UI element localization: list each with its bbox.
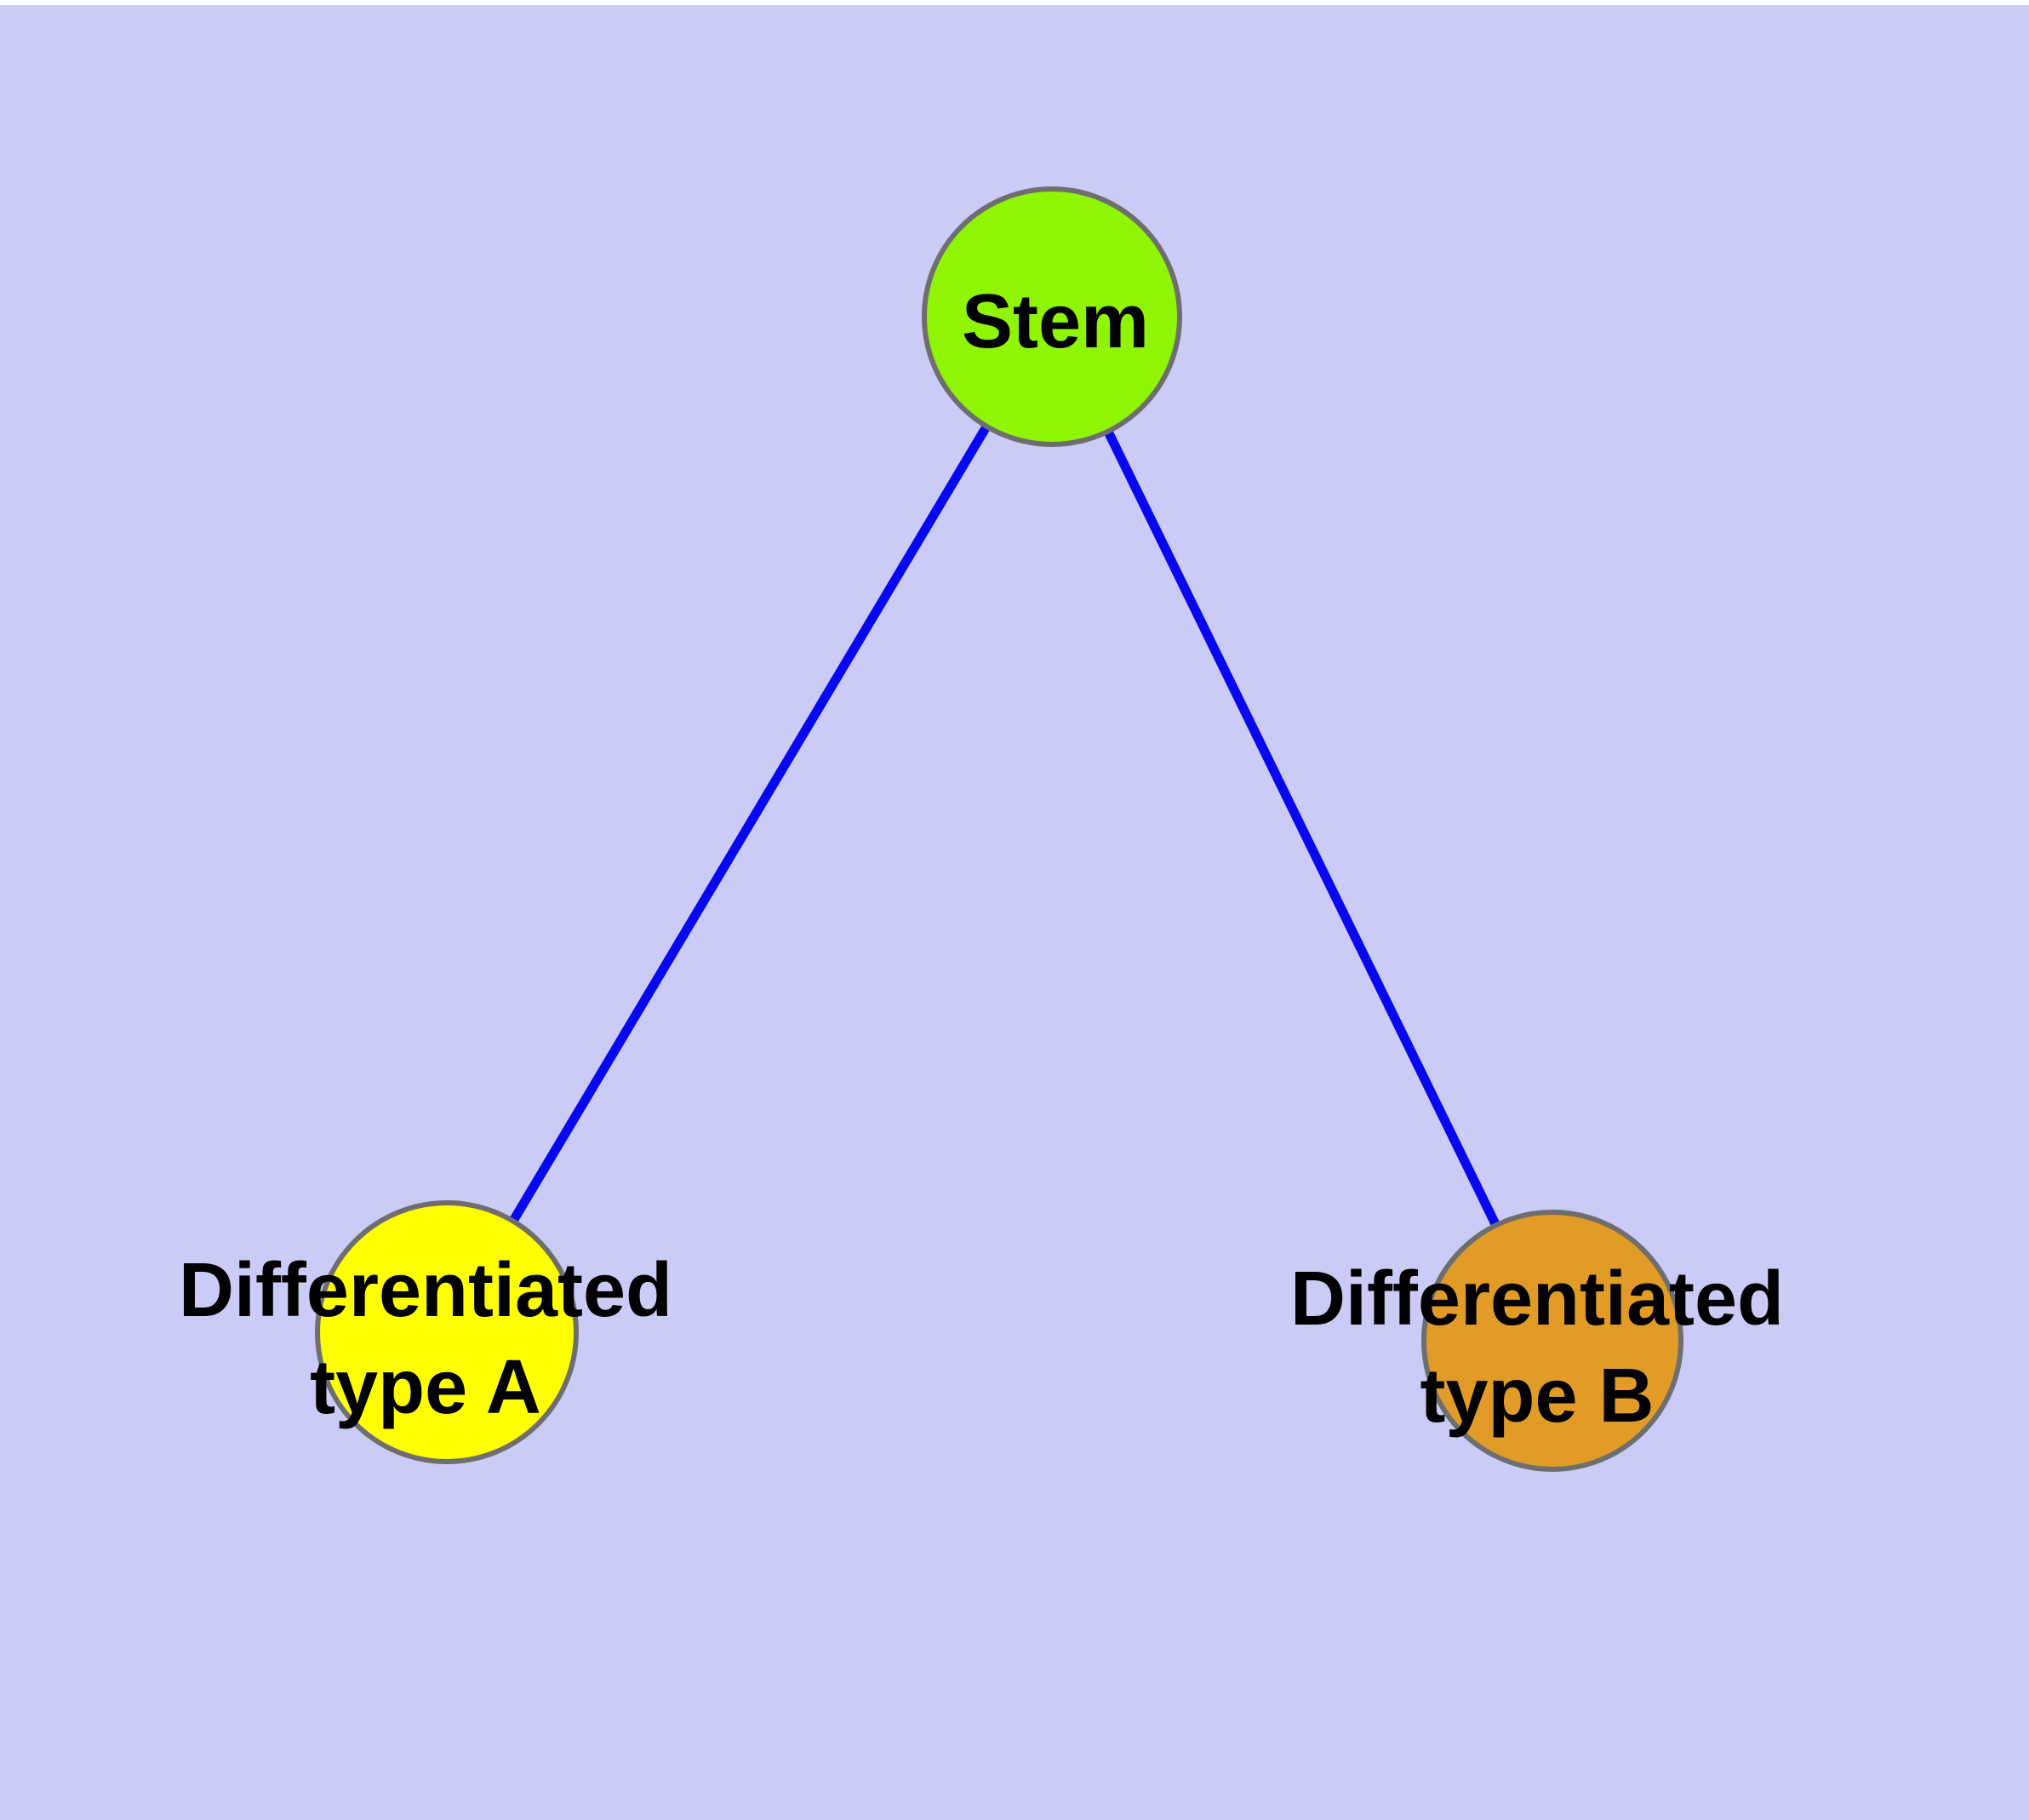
edge-stem-to-type-a (443, 314, 1056, 1335)
node-stem-label: Stem (962, 279, 1149, 364)
node-stem-label-text: Stem (962, 279, 1149, 364)
node-type-b-label: Differentiated type B (1290, 1256, 1784, 1439)
edge-stem-to-type-b (1048, 314, 1557, 1343)
node-stem-circle (922, 186, 1182, 447)
node-type-a-label: Differentiated type A (179, 1248, 672, 1430)
node-type-b-label-line2: type B (1420, 1354, 1654, 1439)
node-type-b-circle (1421, 1210, 1683, 1472)
node-type-b-label-line1: Differentiated (1290, 1256, 1784, 1342)
node-type-a-label-line2: type A (310, 1345, 541, 1430)
node-type-a-circle (315, 1200, 579, 1464)
node-type-a-label-line1: Differentiated (179, 1248, 672, 1333)
